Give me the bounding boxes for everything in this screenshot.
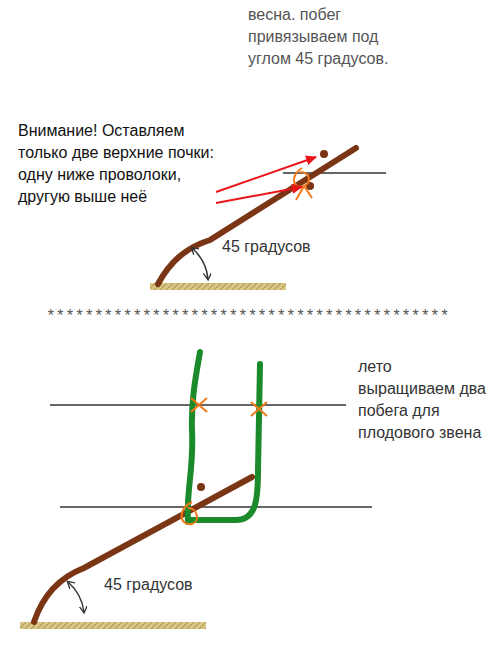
season-note: весна. побег привязываем под углом 45 гр… bbox=[248, 4, 418, 70]
angle-label: 45 градусов bbox=[104, 574, 234, 596]
separator: ****************************************… bbox=[46, 306, 486, 328]
wire bbox=[60, 506, 372, 508]
tie bbox=[182, 502, 197, 524]
pointer-arrow bbox=[216, 187, 302, 203]
green-shoot bbox=[190, 364, 260, 520]
green-shoot bbox=[188, 352, 200, 522]
angle-arc bbox=[68, 582, 84, 612]
vine-cane bbox=[34, 477, 252, 622]
angle-label: 45 градусов bbox=[222, 236, 352, 258]
ground bbox=[20, 622, 206, 629]
angle-arc bbox=[192, 248, 208, 279]
season-note: лето выращиваем два побега для плодового… bbox=[358, 356, 488, 444]
warning-note: Внимание! Оставляем только две верхние п… bbox=[18, 120, 218, 208]
bud bbox=[320, 150, 328, 158]
ground bbox=[150, 283, 286, 290]
bud bbox=[197, 483, 205, 491]
wire bbox=[283, 172, 386, 174]
tie bbox=[294, 168, 312, 200]
vine-cane bbox=[158, 148, 356, 284]
tie bbox=[191, 398, 207, 412]
tie bbox=[251, 402, 267, 416]
